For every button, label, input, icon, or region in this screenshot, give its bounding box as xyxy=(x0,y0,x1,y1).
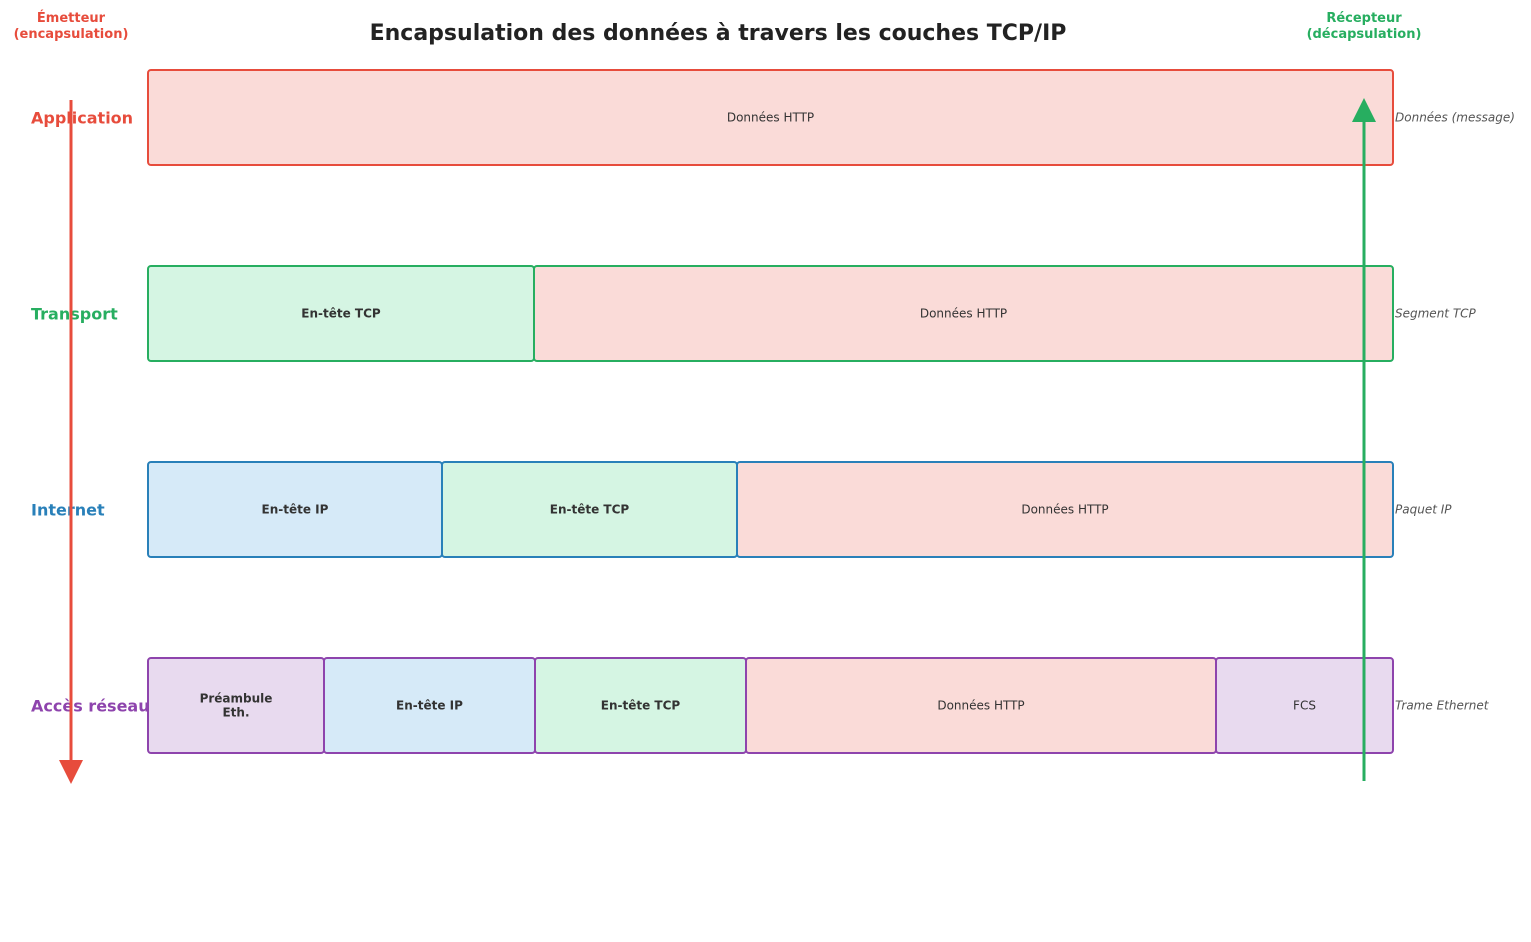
receiver-label-line2: (décapsulation) xyxy=(1307,27,1422,42)
receiver-label-line1: Récepteur xyxy=(1326,11,1402,26)
block-label: Données HTTP xyxy=(920,307,1007,321)
layer-name: Transport xyxy=(31,305,118,324)
block-label: Données HTTP xyxy=(727,111,814,125)
pdu-block-tcp: En-tête TCP xyxy=(534,657,747,754)
pdu-block-ip: En-tête IP xyxy=(147,461,443,558)
layer-row: Transport En-tête TCP Données HTTP Segment … xyxy=(31,265,1477,362)
pdu-block-ip: En-tête IP xyxy=(323,657,536,754)
pdu-name: Segment TCP xyxy=(1395,307,1477,321)
pdu-block-data: Données HTTP xyxy=(147,69,1394,166)
block-label: En-tête TCP xyxy=(301,307,381,321)
block-rect xyxy=(533,265,1394,362)
layer-name: Internet xyxy=(31,501,105,520)
pdu-block-data: Données HTTP xyxy=(745,657,1217,754)
block-label: FCS xyxy=(1293,699,1316,713)
block-rect xyxy=(736,461,1394,558)
block-label: En-tête IP xyxy=(396,699,463,713)
pdu-block-data: Données HTTP xyxy=(533,265,1394,362)
pdu-block-data: Données HTTP xyxy=(736,461,1394,558)
block-label: Données HTTP xyxy=(1021,503,1108,517)
pdu-name: Données (message) xyxy=(1395,111,1515,125)
diagram-title: Encapsulation des données à travers les … xyxy=(370,21,1067,46)
block-rect xyxy=(147,69,1394,166)
layer-name: Accès réseau xyxy=(31,697,150,716)
pdu-block-eth: FCS xyxy=(1215,657,1394,754)
pdu-name: Paquet IP xyxy=(1395,503,1452,517)
block-label: En-tête TCP xyxy=(601,699,681,713)
pdu-block-tcp: En-tête TCP xyxy=(147,265,535,362)
sender-label-line2: (encapsulation) xyxy=(14,27,129,42)
block-label: En-tête IP xyxy=(262,503,329,517)
pdu-name: Trame Ethernet xyxy=(1395,699,1490,713)
sender-label-line1: Émetteur xyxy=(37,10,106,26)
block-label: Données HTTP xyxy=(937,699,1024,713)
layer-name: Application xyxy=(31,109,133,128)
block-label: En-tête TCP xyxy=(550,503,630,517)
layer-row: Application Données HTTP Données (message) xyxy=(31,69,1515,166)
pdu-block-tcp: En-tête TCP xyxy=(441,461,738,558)
layer-row: Internet En-tête IP En-tête TCP Données HTT… xyxy=(31,461,1452,558)
block-rect xyxy=(1215,657,1394,754)
